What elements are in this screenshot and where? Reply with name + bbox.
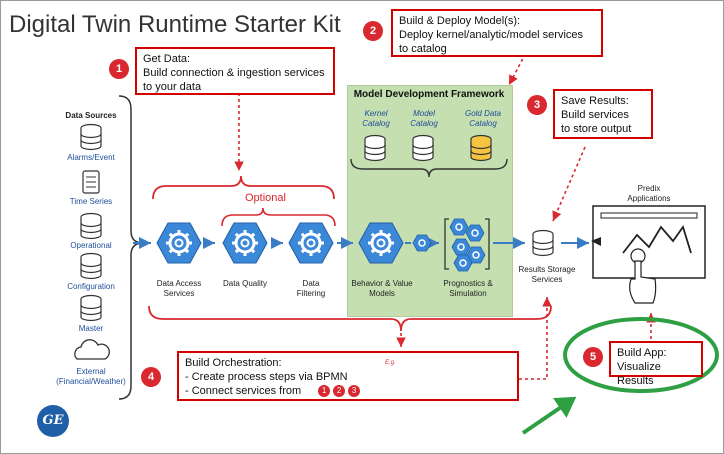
source-configuration-label: Configuration bbox=[67, 282, 115, 291]
step-2-line3: to catalog bbox=[399, 43, 447, 55]
step-1-box: Get Data: Build connection & ingestion s… bbox=[135, 47, 335, 95]
highlight-ellipse bbox=[563, 317, 719, 393]
optional-label: Optional bbox=[245, 192, 286, 204]
prognostics-label: Prognostics & Simulation bbox=[443, 279, 493, 298]
data-access-gear-icon bbox=[156, 222, 202, 264]
model-catalog-label: Model Catalog bbox=[410, 109, 438, 128]
step-3-line2: Build services bbox=[561, 109, 629, 121]
step-2-line2: Deploy kernel/analytic/model services bbox=[399, 29, 584, 41]
configuration-db-icon bbox=[80, 252, 102, 280]
source-master-label: Master bbox=[78, 324, 104, 333]
step-1-badge: 1 bbox=[109, 59, 129, 79]
step-3-line3: to store output bbox=[561, 123, 632, 135]
results-storage-label: Results Storage Services bbox=[518, 265, 576, 284]
model-catalog-db-icon bbox=[412, 134, 434, 162]
master-db-icon bbox=[80, 294, 102, 322]
results-storage-db-icon bbox=[532, 229, 554, 257]
step-5-box: Build App: Visualize Results bbox=[609, 341, 703, 387]
timeseries-device-icon bbox=[82, 170, 100, 194]
page-title: Digital Twin Runtime Starter Kit bbox=[9, 11, 341, 38]
step-4-ref-badge-2: 2 bbox=[333, 385, 346, 397]
step-4-ref-badge-1: 1 bbox=[318, 385, 331, 397]
step-4-line2: - Create process steps via BPMN bbox=[185, 371, 348, 383]
step-2-title: Build & Deploy Model(s): bbox=[399, 15, 521, 27]
step-4-title: Build Orchestration: bbox=[185, 357, 282, 369]
data-access-label: Data Access Services bbox=[156, 279, 202, 298]
step-4-ref-badge-3: 3 bbox=[348, 385, 361, 397]
step-2-box: Build & Deploy Model(s): Deploy kernel/a… bbox=[391, 9, 603, 57]
step-5-badge: 5 bbox=[583, 347, 603, 367]
gold-catalog-db-icon bbox=[470, 134, 492, 162]
step-4-line3: - Connect services from bbox=[185, 385, 302, 397]
step-4-line3-row: - Connect services from 1 2 3 bbox=[185, 384, 511, 398]
framework-title: Model Development Framework bbox=[353, 89, 505, 100]
step-3-badge: 3 bbox=[527, 95, 547, 115]
step-1-line3: to your data bbox=[143, 81, 202, 93]
data-filtering-label: Data Filtering bbox=[296, 279, 326, 298]
hand-pointer-icon bbox=[629, 248, 657, 304]
step-1-title: Get Data: bbox=[143, 53, 191, 65]
step-3-box: Save Results: Build services to store ou… bbox=[553, 89, 653, 139]
step-3-title: Save Results: bbox=[561, 95, 629, 107]
step-4-badge: 4 bbox=[141, 367, 161, 387]
operational-db-icon bbox=[80, 212, 102, 240]
data-quality-gear-icon bbox=[222, 222, 268, 264]
kernel-catalog-db-icon bbox=[364, 134, 386, 162]
cloud-icon bbox=[74, 339, 110, 360]
ge-logo: GE bbox=[37, 405, 69, 437]
predix-apps-label: Predix Applications bbox=[627, 184, 671, 203]
step-4-box: Build Orchestration: - Create process st… bbox=[177, 351, 519, 401]
behavior-value-label: Behavior & Value Models bbox=[351, 279, 413, 298]
step-2-badge: 2 bbox=[363, 21, 383, 41]
behavior-value-gear-icon bbox=[358, 222, 404, 264]
source-alarms-label: Alarms/Event bbox=[67, 153, 115, 162]
model-development-framework-panel bbox=[347, 85, 513, 317]
gold-data-catalog-label: Gold Data Catalog bbox=[464, 109, 502, 128]
source-timeseries-label: Time Series bbox=[69, 197, 113, 206]
step-5-line2: Visualize Results bbox=[617, 361, 661, 387]
data-sources-title: Data Sources bbox=[65, 111, 117, 120]
source-operational-label: Operational bbox=[70, 241, 112, 250]
kernel-catalog-label: Kernel Catalog bbox=[362, 109, 390, 128]
bpmn-eg-label: E.g. bbox=[385, 360, 396, 366]
predix-app-window-icon bbox=[591, 205, 706, 279]
alarms-db-icon bbox=[80, 123, 102, 151]
step-5-title: Build App: bbox=[617, 347, 667, 359]
data-quality-label: Data Quality bbox=[222, 279, 268, 288]
step-1-line2: Build connection & ingestion services bbox=[143, 67, 325, 79]
prognostics-gears-icon bbox=[449, 218, 486, 272]
small-gear-icon bbox=[412, 234, 432, 252]
source-external-label: External (Financial/Weather) bbox=[56, 367, 126, 386]
data-filtering-gear-icon bbox=[288, 222, 334, 264]
